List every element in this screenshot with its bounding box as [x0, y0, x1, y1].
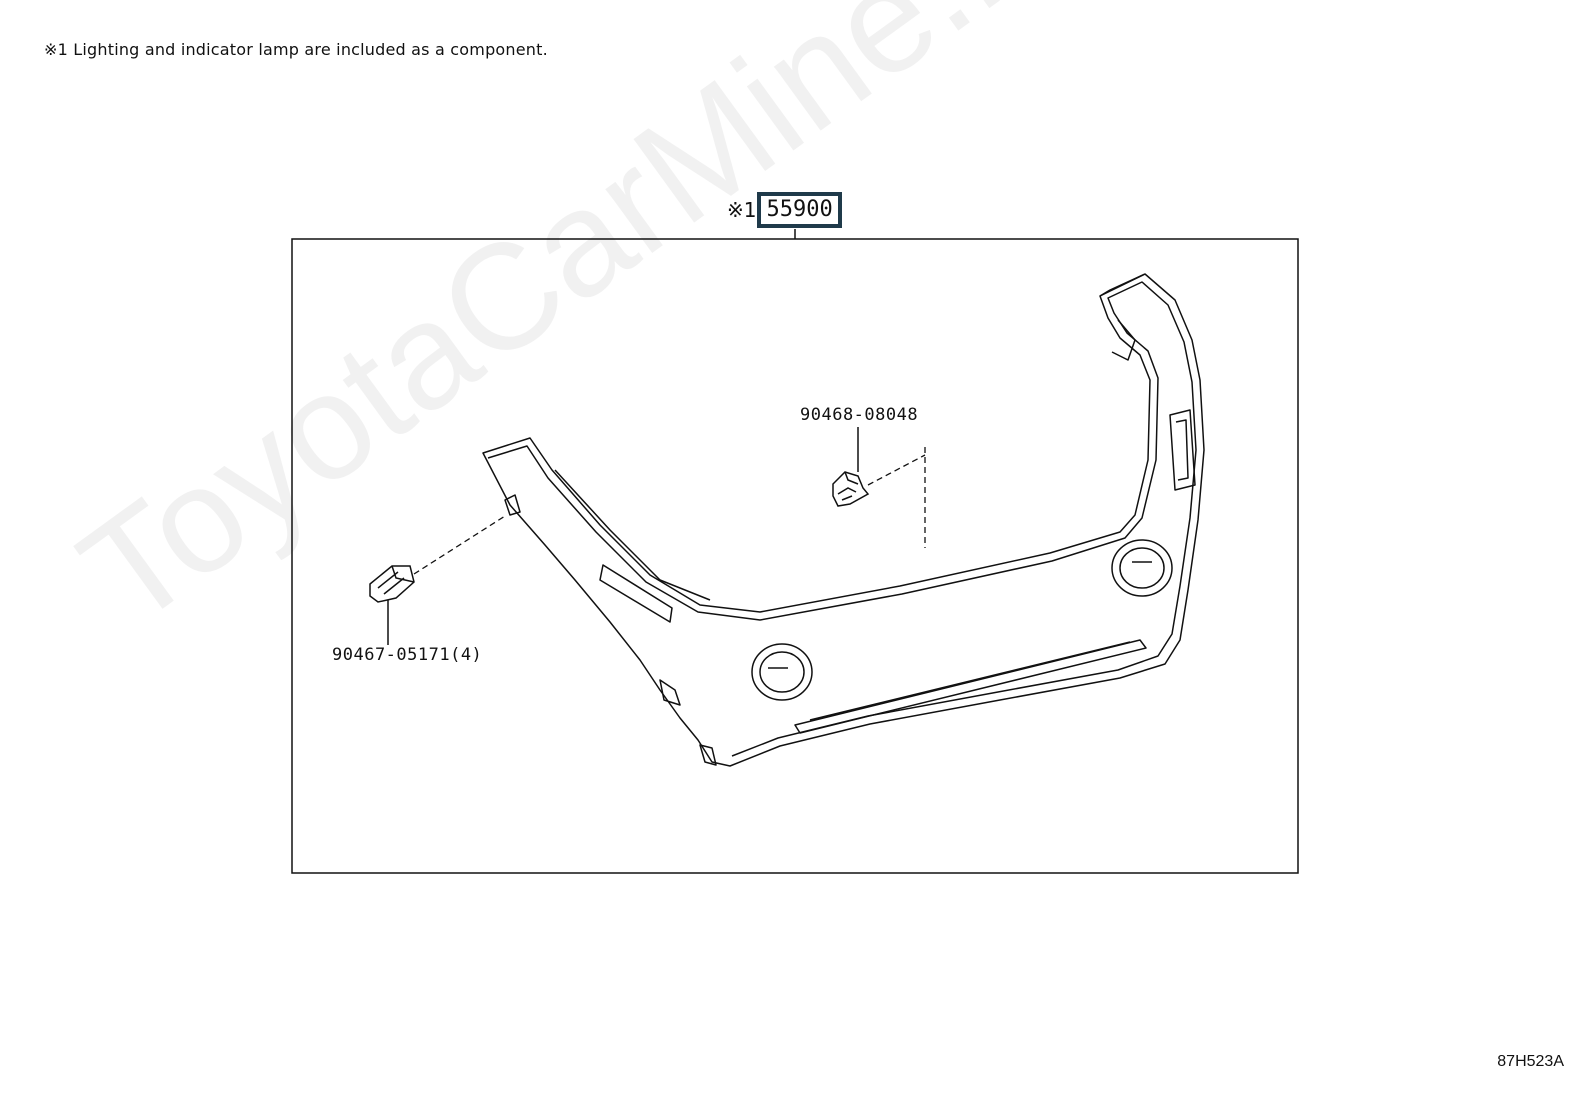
- main-part-mark: ※1: [727, 198, 757, 222]
- component-note: ※1 Lighting and indicator lamp are inclu…: [44, 40, 548, 59]
- main-part-callout: ※1 55900: [727, 192, 842, 228]
- clip-lower-dash: [413, 515, 506, 575]
- clip-lower-shape: [369, 565, 415, 603]
- garnish-panel: [482, 273, 1205, 767]
- clip-upper-dash-a: [867, 454, 926, 486]
- main-part-number[interactable]: 55900: [757, 192, 842, 228]
- clip-upper-shape: [832, 471, 870, 507]
- reference-code: 87H523A: [1497, 1053, 1564, 1070]
- clip-lower-label[interactable]: 90467-05171(4): [332, 645, 483, 665]
- clip-upper-label[interactable]: 90468-08048: [800, 405, 919, 425]
